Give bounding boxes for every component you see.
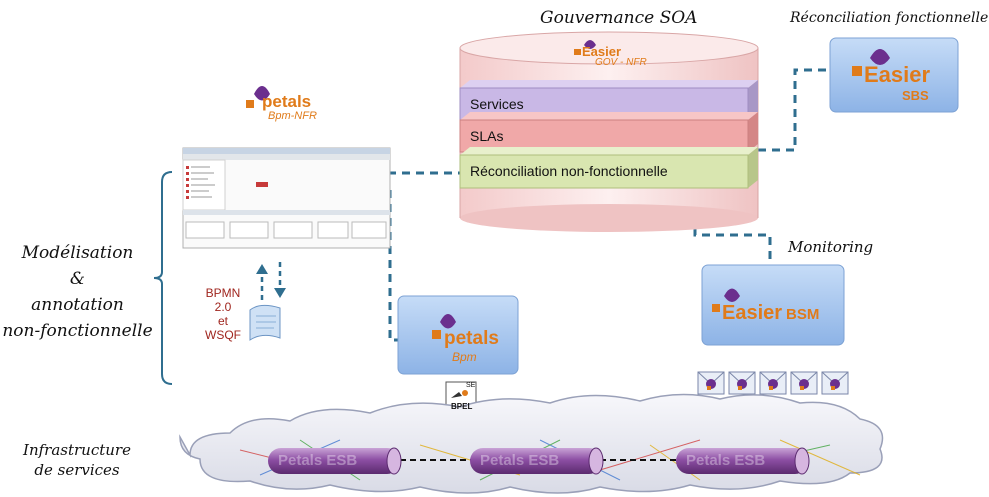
easier-gov-logo (574, 40, 596, 55)
envelope-icon (790, 371, 818, 395)
infrastructure-label: Infrastructure de services (12, 440, 142, 480)
monitoring-title: Monitoring (788, 238, 874, 256)
modeling-line-2: & (69, 269, 86, 289)
layer-slas-label: SLAs (470, 128, 504, 144)
connector-editor-to-petals-bpm (388, 190, 398, 342)
modeling-line-3: annotation (31, 295, 124, 315)
layer-reconciliation (459, 147, 758, 189)
envelope-icon (759, 371, 787, 395)
easier-sbs-suffix: SBS (902, 88, 929, 103)
envelope-icon (697, 371, 725, 395)
petals-bpm-box (397, 295, 519, 375)
easier-gov-name: Easier (582, 44, 622, 59)
esb-tube (470, 447, 604, 475)
document-scroll-icon (249, 304, 281, 341)
bpmn-line-3: WSQF (205, 328, 241, 342)
easier-bsm-name: Easier (722, 302, 783, 324)
easier-sbs-box (829, 37, 959, 113)
monitoring-envelopes (697, 371, 849, 395)
services-cloud (179, 393, 884, 494)
connector-governance-to-sbs (758, 68, 830, 152)
layer-reconciliation-label: Réconciliation non-fonctionnelle (470, 163, 668, 179)
easier-bsm-suffix: BSM (786, 306, 820, 323)
infra-line-2: de services (34, 461, 120, 479)
layer-services-label: Services (470, 96, 524, 112)
bpmn-line-2: et (217, 314, 228, 328)
layer-slas (459, 112, 758, 153)
envelope-icon (821, 371, 849, 395)
exchange-arrows (260, 262, 282, 300)
esb-tube (268, 447, 402, 475)
modeling-label: Modélisation & annotation non-fonctionne… (0, 240, 155, 344)
esb-tube-label: Petals ESB (278, 452, 358, 469)
modeling-tool-screenshot (182, 147, 391, 249)
governance-title: Gouvernance SOA (540, 8, 698, 28)
esb-tube-label: Petals ESB (686, 452, 766, 469)
petals-nfr-suffix: Bpm-NFR (268, 110, 317, 122)
modeling-line-4: non-fonctionnelle (2, 321, 153, 341)
envelope-icon (728, 371, 756, 395)
se-badge-bottom: BPEL (451, 402, 473, 411)
easier-bsm-box (701, 264, 845, 346)
petals-bpm-name: petals (444, 328, 499, 349)
bpmn-line-1: BPMN 2.0 (205, 286, 241, 314)
modeling-brace (153, 171, 173, 385)
petals-nfr-name: petals (262, 92, 312, 111)
esb-tube (676, 447, 810, 475)
bpmn-wsqf-label: BPMN 2.0 et WSQF (196, 286, 250, 342)
esb-tube-label: Petals ESB (480, 452, 560, 469)
infra-line-1: Infrastructure (23, 441, 131, 459)
easier-sbs-name: Easier (864, 62, 931, 87)
se-badge-top: SE (466, 382, 476, 389)
petals-bpm-suffix: Bpm (452, 350, 477, 364)
esb-tubes (268, 447, 810, 475)
petals-nfr-logo (246, 86, 270, 108)
functional-reconciliation-title: Réconciliation fonctionnelle (790, 10, 989, 26)
easier-gov-suffix: GOV - NFR (595, 57, 647, 68)
modeling-line-1: Modélisation (21, 243, 134, 263)
